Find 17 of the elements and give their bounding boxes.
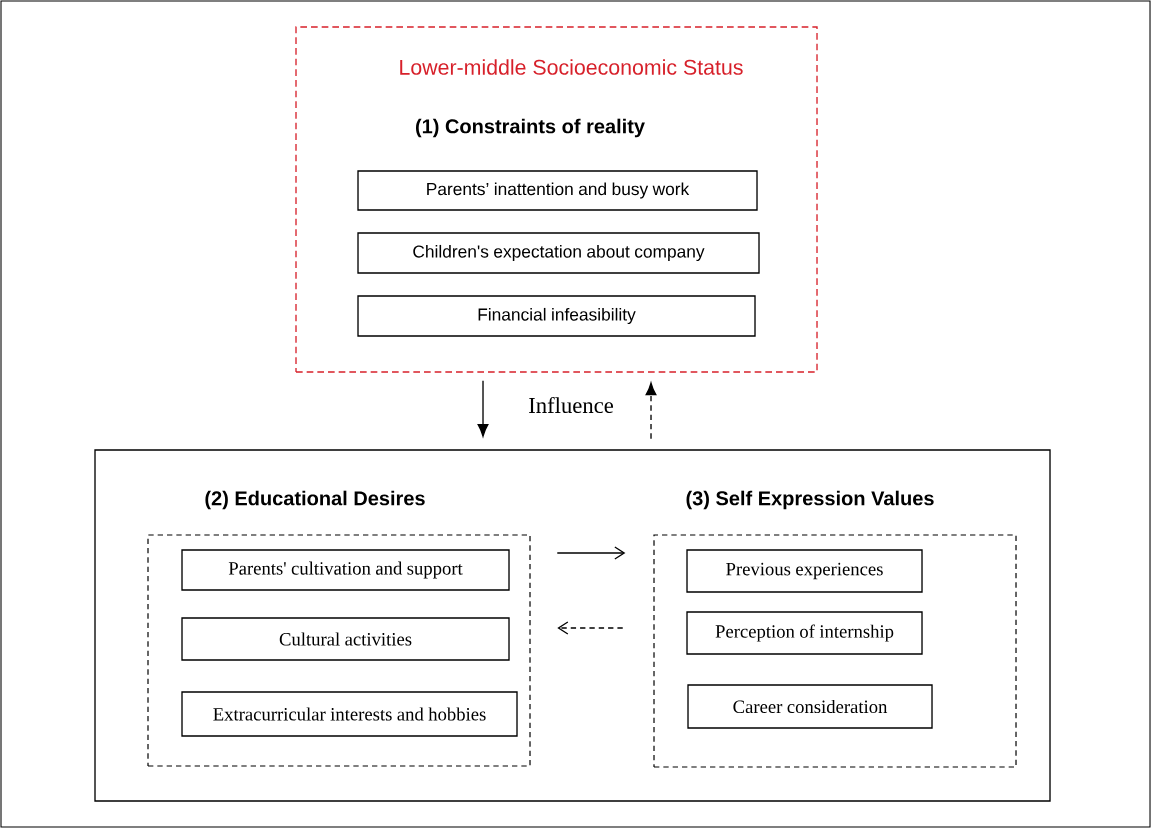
- item-box: Extracurricular interests and hobbies: [181, 691, 518, 737]
- arrow: [557, 621, 624, 635]
- item-box: Career consideration: [687, 684, 933, 729]
- node-label: (3) Self Expression Values: [686, 490, 934, 510]
- arrow: [556, 546, 626, 560]
- item-box: Parents' cultivation and support: [181, 549, 510, 591]
- item-box: Previous experiences: [686, 549, 923, 593]
- influence-label: Influence: [529, 396, 614, 414]
- arrow: [645, 382, 657, 440]
- outer-box: [94, 449, 1051, 802]
- item-box: Parents’ inattention and busy work: [357, 170, 758, 211]
- item-box: Cultural activities: [181, 617, 510, 661]
- item-box: Children's expectation about company: [357, 232, 760, 274]
- item-box: Financial infeasibility: [357, 295, 756, 337]
- arrow: [477, 380, 489, 437]
- node-label: (2) Educational Desires: [205, 490, 425, 510]
- item-box: Perception of internship: [686, 611, 923, 655]
